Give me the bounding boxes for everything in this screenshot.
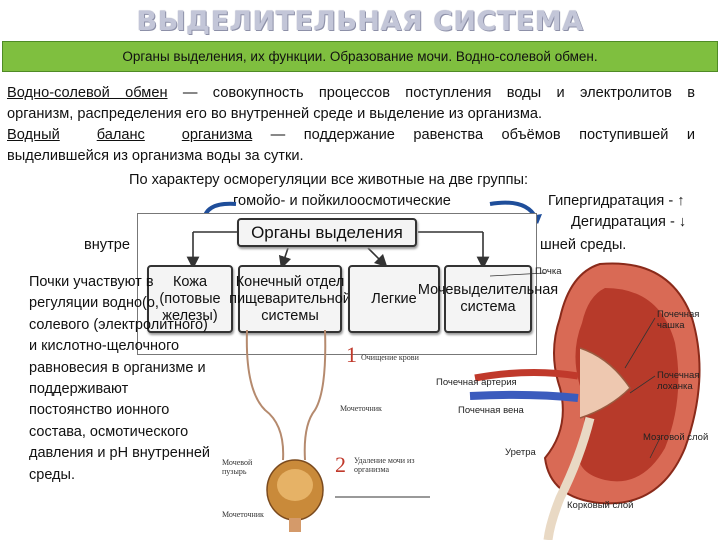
label-ureter-mid: Мочеточник: [340, 404, 382, 413]
marker-2: 2: [335, 452, 346, 477]
outer-fragment: шней среды.: [540, 237, 627, 253]
label-urethra-kidney: Уретра: [505, 447, 536, 458]
osmo-line-1: По характеру осморегуляции все животные …: [129, 172, 529, 188]
hyperhydration-text: Гипергидратация - ↑: [548, 193, 685, 209]
organ-box-skin: Кожа (потовые железы): [147, 265, 233, 333]
organ-box-digestive: Конечный отдел пищеварительной системы: [229, 265, 351, 333]
balance-term-3: организма: [181, 127, 253, 143]
scheme-arrows: [186, 231, 490, 270]
balance-term-2: баланс: [96, 127, 145, 143]
urinary-system-drawing: [245, 329, 430, 532]
label-bladder: Мочевой пузырь: [222, 458, 253, 476]
balance-term-1: Водный: [7, 127, 60, 143]
dehydration-text: Дегидратация - ↓: [571, 214, 687, 230]
organ-box-lungs: Легкие: [348, 265, 440, 333]
label-urine-removal: Удаление мочи из организма: [354, 456, 415, 474]
organ-box-urinary: Мочевыделительная система: [418, 265, 558, 333]
inner-fragment: внутре: [84, 237, 131, 253]
page-title: ВЫДЕЛИТЕЛЬНАЯ СИСТЕМА: [136, 6, 584, 37]
exchange-definition-line-2: организм, распределения его во внутренне…: [7, 106, 543, 122]
label-kidney: Почка: [535, 266, 562, 277]
exchange-term: Водно-солевой обмен: [7, 85, 168, 101]
kidney-function-text: Почки участвуют в регуляции водно(о, сол…: [29, 274, 211, 483]
label-artery: Почечная артерия: [436, 377, 517, 388]
kidney-section-drawing: [469, 262, 701, 540]
osmo-line-2: гомойо- и пойкилоосмотические: [233, 193, 451, 209]
exchange-text: — совокупность процессов поступления вод…: [167, 85, 695, 101]
scheme-head-box: Органы выделения: [237, 218, 417, 247]
balance-text: — поддержание равенства объёмов поступив…: [252, 127, 696, 143]
excretion-organs-scheme: Органы выделения Кожа (потовые железы) К…: [137, 213, 558, 355]
label-medulla: Мозговой слой: [643, 432, 709, 443]
subtitle-text: Органы выделения, их функции. Образовани…: [122, 49, 598, 64]
exchange-definition-line-1: Водно-солевой обмен — совокупность проце…: [7, 83, 695, 104]
balance-definition-line-2: выделившейся из организма воды за сутки.: [7, 148, 304, 164]
label-urethra: Мочеточник: [222, 510, 264, 519]
label-vein: Почечная вена: [458, 405, 524, 416]
label-calyx: Почечная чашка: [657, 309, 700, 331]
label-pelvis: Почечная лоханка: [657, 370, 700, 392]
marker-1: 1: [346, 342, 357, 367]
label-blood-cleaning: Очищение крови: [361, 353, 419, 362]
balance-definition-line-1: Водный баланс организма — поддержание ра…: [7, 125, 695, 146]
subtitle-bar: Органы выделения, их функции. Образовани…: [2, 41, 718, 72]
label-cortex: Корковый слой: [567, 500, 634, 511]
